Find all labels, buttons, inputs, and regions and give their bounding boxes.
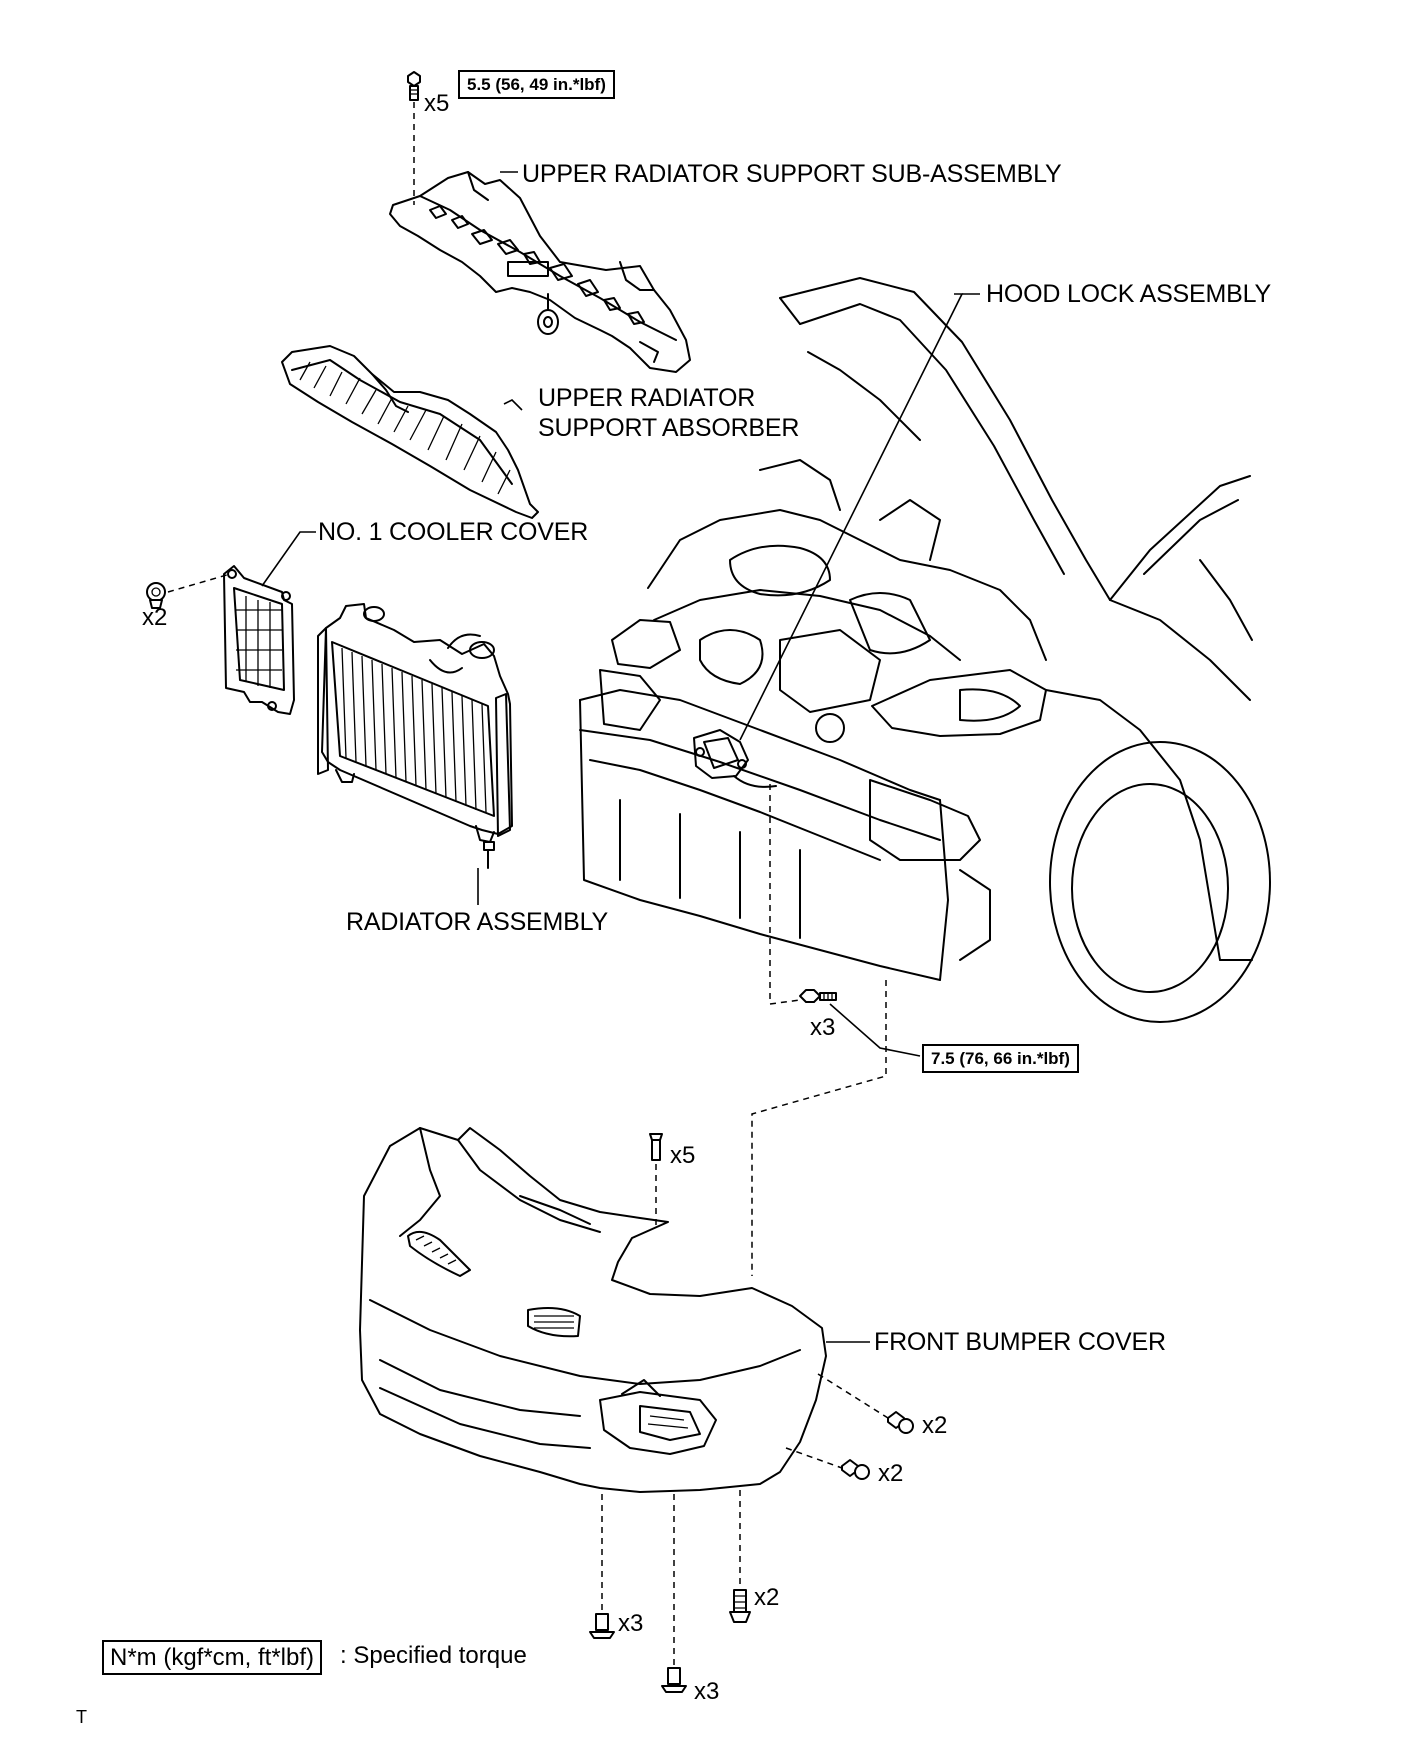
corner-mark: T — [76, 1707, 87, 1727]
bumper-top-clip-quantity: x5 — [670, 1142, 696, 1169]
torque-legend-text: : Specified torque — [340, 1642, 527, 1669]
bumper-side-screw-lower-dashed-line — [785, 1447, 843, 1469]
upper-support-bolt-quantity: x5 — [424, 90, 450, 117]
bumper-side-screw-lower-quantity: x2 — [878, 1460, 904, 1487]
upper-support-bolt-icon — [407, 71, 421, 101]
bumper-bottom-center-bolt-icon — [661, 1667, 687, 1693]
cooler-cover-drawing — [223, 565, 295, 715]
upper-radiator-support-absorber-drawing — [281, 345, 539, 519]
frame-bolt-torque-box: 7.5 (76, 66 in.*lbf) — [922, 1044, 1079, 1073]
bumper-bottom-left-bolt-icon — [589, 1613, 615, 1639]
frame-to-bumper-dashed-line — [751, 980, 887, 1276]
absorber-leader — [503, 399, 523, 411]
bumper-bottom-left-quantity: x3 — [618, 1610, 644, 1637]
upper-support-torque-box: 5.5 (56, 49 in.*lbf) — [458, 70, 615, 99]
cooler-cover-clip-dashed-line — [167, 573, 231, 593]
frame-bolt-quantity: x3 — [810, 1014, 836, 1041]
frame-bolt-dashed-line-connector — [769, 999, 801, 1005]
radiator-assembly-drawing — [317, 603, 513, 869]
cooler-cover-label: NO. 1 COOLER COVER — [318, 518, 589, 546]
upper-radiator-support-drawing — [389, 171, 691, 373]
radiator-label: RADIATOR ASSEMBLY — [346, 908, 608, 936]
cooler-cover-clip-quantity: x2 — [142, 604, 168, 631]
frame-bolt-icon — [799, 989, 837, 1003]
bumper-side-screw-lower-icon — [841, 1459, 870, 1480]
bumper-cover-label: FRONT BUMPER COVER — [874, 1328, 1166, 1356]
upper-support-label: UPPER RADIATOR SUPPORT SUB-ASSEMBLY — [522, 160, 1062, 188]
front-bumper-cover-drawing — [359, 1127, 827, 1493]
vehicle-front-drawing — [579, 277, 1271, 1023]
hood-lock-leader — [739, 293, 964, 741]
frame-bolt-torque-leader — [829, 1003, 921, 1057]
hood-lock-label: HOOD LOCK ASSEMBLY — [986, 280, 1271, 308]
bumper-top-clip-icon — [649, 1133, 663, 1161]
bumper-bottom-center-quantity: x3 — [694, 1678, 720, 1705]
torque-legend-box: N*m (kgf*cm, ft*lbf) — [102, 1640, 323, 1676]
bumper-side-screw-upper-quantity: x2 — [922, 1412, 948, 1439]
bumper-bottom-right-screw-icon — [729, 1589, 751, 1623]
absorber-label-line1: UPPER RADIATOR — [538, 384, 756, 412]
bumper-bottom-right-quantity: x2 — [754, 1584, 780, 1611]
cooler-cover-leader — [261, 531, 316, 587]
absorber-label-line2: SUPPORT ABSORBER — [538, 414, 800, 442]
cooler-cover-clip-icon — [146, 582, 166, 609]
bumper-side-screw-upper-icon — [887, 1411, 914, 1434]
bumper-side-screw-upper-dashed-line — [817, 1373, 889, 1419]
